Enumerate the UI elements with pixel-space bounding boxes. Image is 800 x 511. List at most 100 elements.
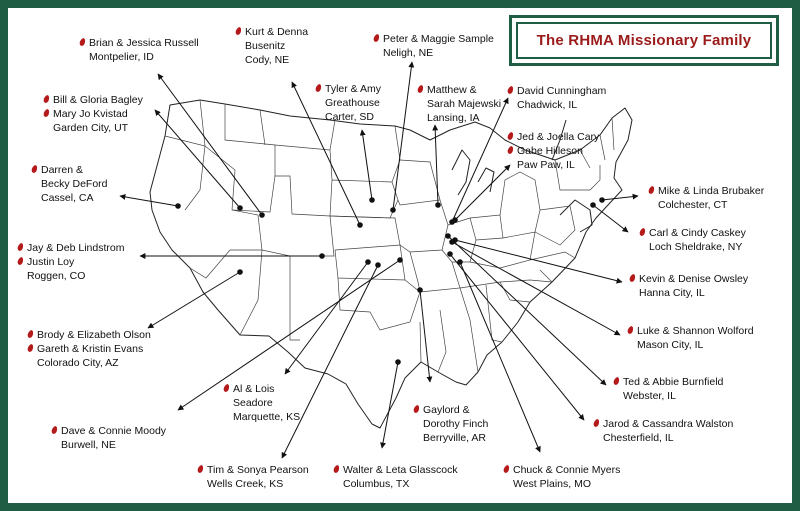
leader-line-bagley [154, 109, 241, 209]
label-line: Chadwick, IL [517, 99, 578, 111]
label-line: Paw Paw, IL [517, 159, 575, 171]
location-dot-moody [397, 257, 403, 263]
location-dot-wolford [449, 239, 455, 245]
label-line: Dorothy Finch [423, 418, 489, 430]
pin-icon [26, 343, 35, 353]
label-wolford: Luke & Shannon Wolford Mason City, IL [626, 324, 754, 352]
location-dots [175, 197, 605, 365]
label-line: Berryville, AR [423, 432, 487, 444]
label-line: Sarah Majewski [427, 98, 502, 110]
label-line: Busenitz [245, 40, 286, 52]
us-outline [149, 99, 633, 429]
label-line: Burwell, NE [61, 439, 116, 451]
location-dot-lindstrom [319, 253, 325, 259]
label-line: Dave & Connie Moody [61, 425, 167, 437]
label-cary: Jed & Joella Cary Gabe Hilleson Paw Paw,… [506, 130, 600, 172]
label-line: Bill & Gloria Bagley [53, 94, 143, 106]
location-dot-finch [417, 287, 423, 293]
pin-icon [16, 256, 25, 266]
leader-line-wolford [451, 241, 621, 336]
label-line: Webster, IL [623, 390, 676, 402]
pin-icon [372, 33, 381, 43]
pin-icon [626, 325, 635, 335]
location-dot-brubaker [599, 197, 605, 203]
leader-line-cunningham [451, 97, 509, 223]
label-cunningham: David Cunningham Chadwick, IL [506, 84, 607, 112]
label-bagley: Bill & Gloria Bagley Mary Jo Kvistad Gar… [42, 93, 143, 135]
label-line: Jay & Deb Lindstrom [27, 242, 125, 254]
pin-icon [16, 242, 25, 252]
pin-icon [50, 425, 59, 435]
label-line: Carter, SD [325, 111, 375, 123]
label-line: Greathouse [325, 97, 380, 109]
leader-line-walston [449, 253, 585, 421]
label-line: Mike & Linda Brubaker [658, 185, 765, 197]
location-dot-sample [390, 207, 396, 213]
label-walston: Jarod & Cassandra Walston Chesterfield, … [592, 417, 734, 445]
label-line: Justin Loy [27, 256, 75, 268]
label-line: David Cunningham [517, 85, 607, 97]
leader-lines [119, 61, 639, 459]
location-dot-bagley [237, 205, 243, 211]
location-dot-olson [237, 269, 243, 275]
label-line: Matthew & [427, 84, 477, 96]
label-line: Becky DeFord [41, 178, 108, 190]
label-line: Jed & Joella Cary [517, 131, 600, 143]
label-pearson: Tim & Sonya Pearson Wells Creek, KS [196, 463, 309, 491]
label-line: Kurt & Denna [245, 26, 309, 38]
pin-icon [196, 464, 205, 474]
location-dot-cary [452, 217, 458, 223]
location-dot-caskey [590, 202, 596, 208]
leader-line-seadore [284, 261, 369, 375]
pin-icon [42, 94, 51, 104]
label-line: West Plains, MO [513, 478, 591, 490]
label-majewski: Matthew & Sarah Majewski Lansing, IA [416, 83, 502, 125]
leader-line-moody [177, 259, 401, 411]
label-finch: Gaylord & Dorothy Finch Berryville, AR [412, 403, 489, 445]
label-burnfield: Ted & Abbie Burnfield Webster, IL [612, 375, 723, 403]
location-dot-deford [175, 203, 181, 209]
label-line: Colchester, CT [658, 199, 728, 211]
label-line: Cody, NE [245, 54, 290, 66]
leader-line-greathouse [359, 129, 373, 201]
pin-icon [412, 404, 421, 414]
leader-line-majewski [432, 124, 439, 206]
location-dot-walston [447, 251, 453, 257]
pin-icon [314, 83, 323, 93]
label-line: Hanna City, IL [639, 287, 705, 299]
label-russell: Brian & Jessica Russell Montpelier, ID [78, 36, 199, 64]
label-line: Mary Jo Kvistad [53, 108, 128, 120]
label-line: Lansing, IA [427, 112, 480, 124]
pin-icon [638, 227, 647, 237]
leader-line-brubaker [601, 193, 639, 201]
label-line: Wells Creek, KS [207, 478, 284, 490]
pin-icon [222, 383, 231, 393]
pin-icon [506, 145, 515, 155]
location-dot-pearson [375, 262, 381, 268]
location-dot-myers [457, 259, 463, 265]
label-line: Chuck & Connie Myers [513, 464, 621, 476]
label-olson: Brody & Elizabeth Olson Gareth & Kristin… [26, 328, 151, 370]
label-line: Darren & [41, 164, 84, 176]
label-glasscock: Walter & Leta Glasscock Columbus, TX [332, 463, 458, 491]
label-line: Colorado City, AZ [37, 357, 119, 369]
title-box: The RHMA Missionary Family [509, 15, 779, 66]
pin-icon [332, 464, 341, 474]
label-line: Carl & Cindy Caskey [649, 227, 746, 239]
location-dot-majewski [435, 202, 441, 208]
label-line: Jarod & Cassandra Walston [603, 418, 734, 430]
label-line: Gareth & Kristin Evans [37, 343, 144, 355]
label-line: Montpelier, ID [89, 51, 154, 63]
label-line: Al & Lois [233, 383, 275, 395]
label-line: Chesterfield, IL [603, 432, 674, 444]
label-line: Loch Sheldrake, NY [649, 241, 743, 253]
label-seadore: Al & Lois Seadore Marquette, KS [222, 382, 300, 424]
pin-icon [502, 464, 511, 474]
page-title: The RHMA Missionary Family [536, 32, 752, 49]
label-line: Columbus, TX [343, 478, 410, 490]
pin-icon [416, 84, 425, 94]
leader-line-pearson [281, 264, 379, 459]
label-line: Seadore [233, 397, 273, 409]
label-line: Gaylord & [423, 404, 470, 416]
label-deford: Darren & Becky DeFord Cassel, CA [30, 163, 108, 205]
